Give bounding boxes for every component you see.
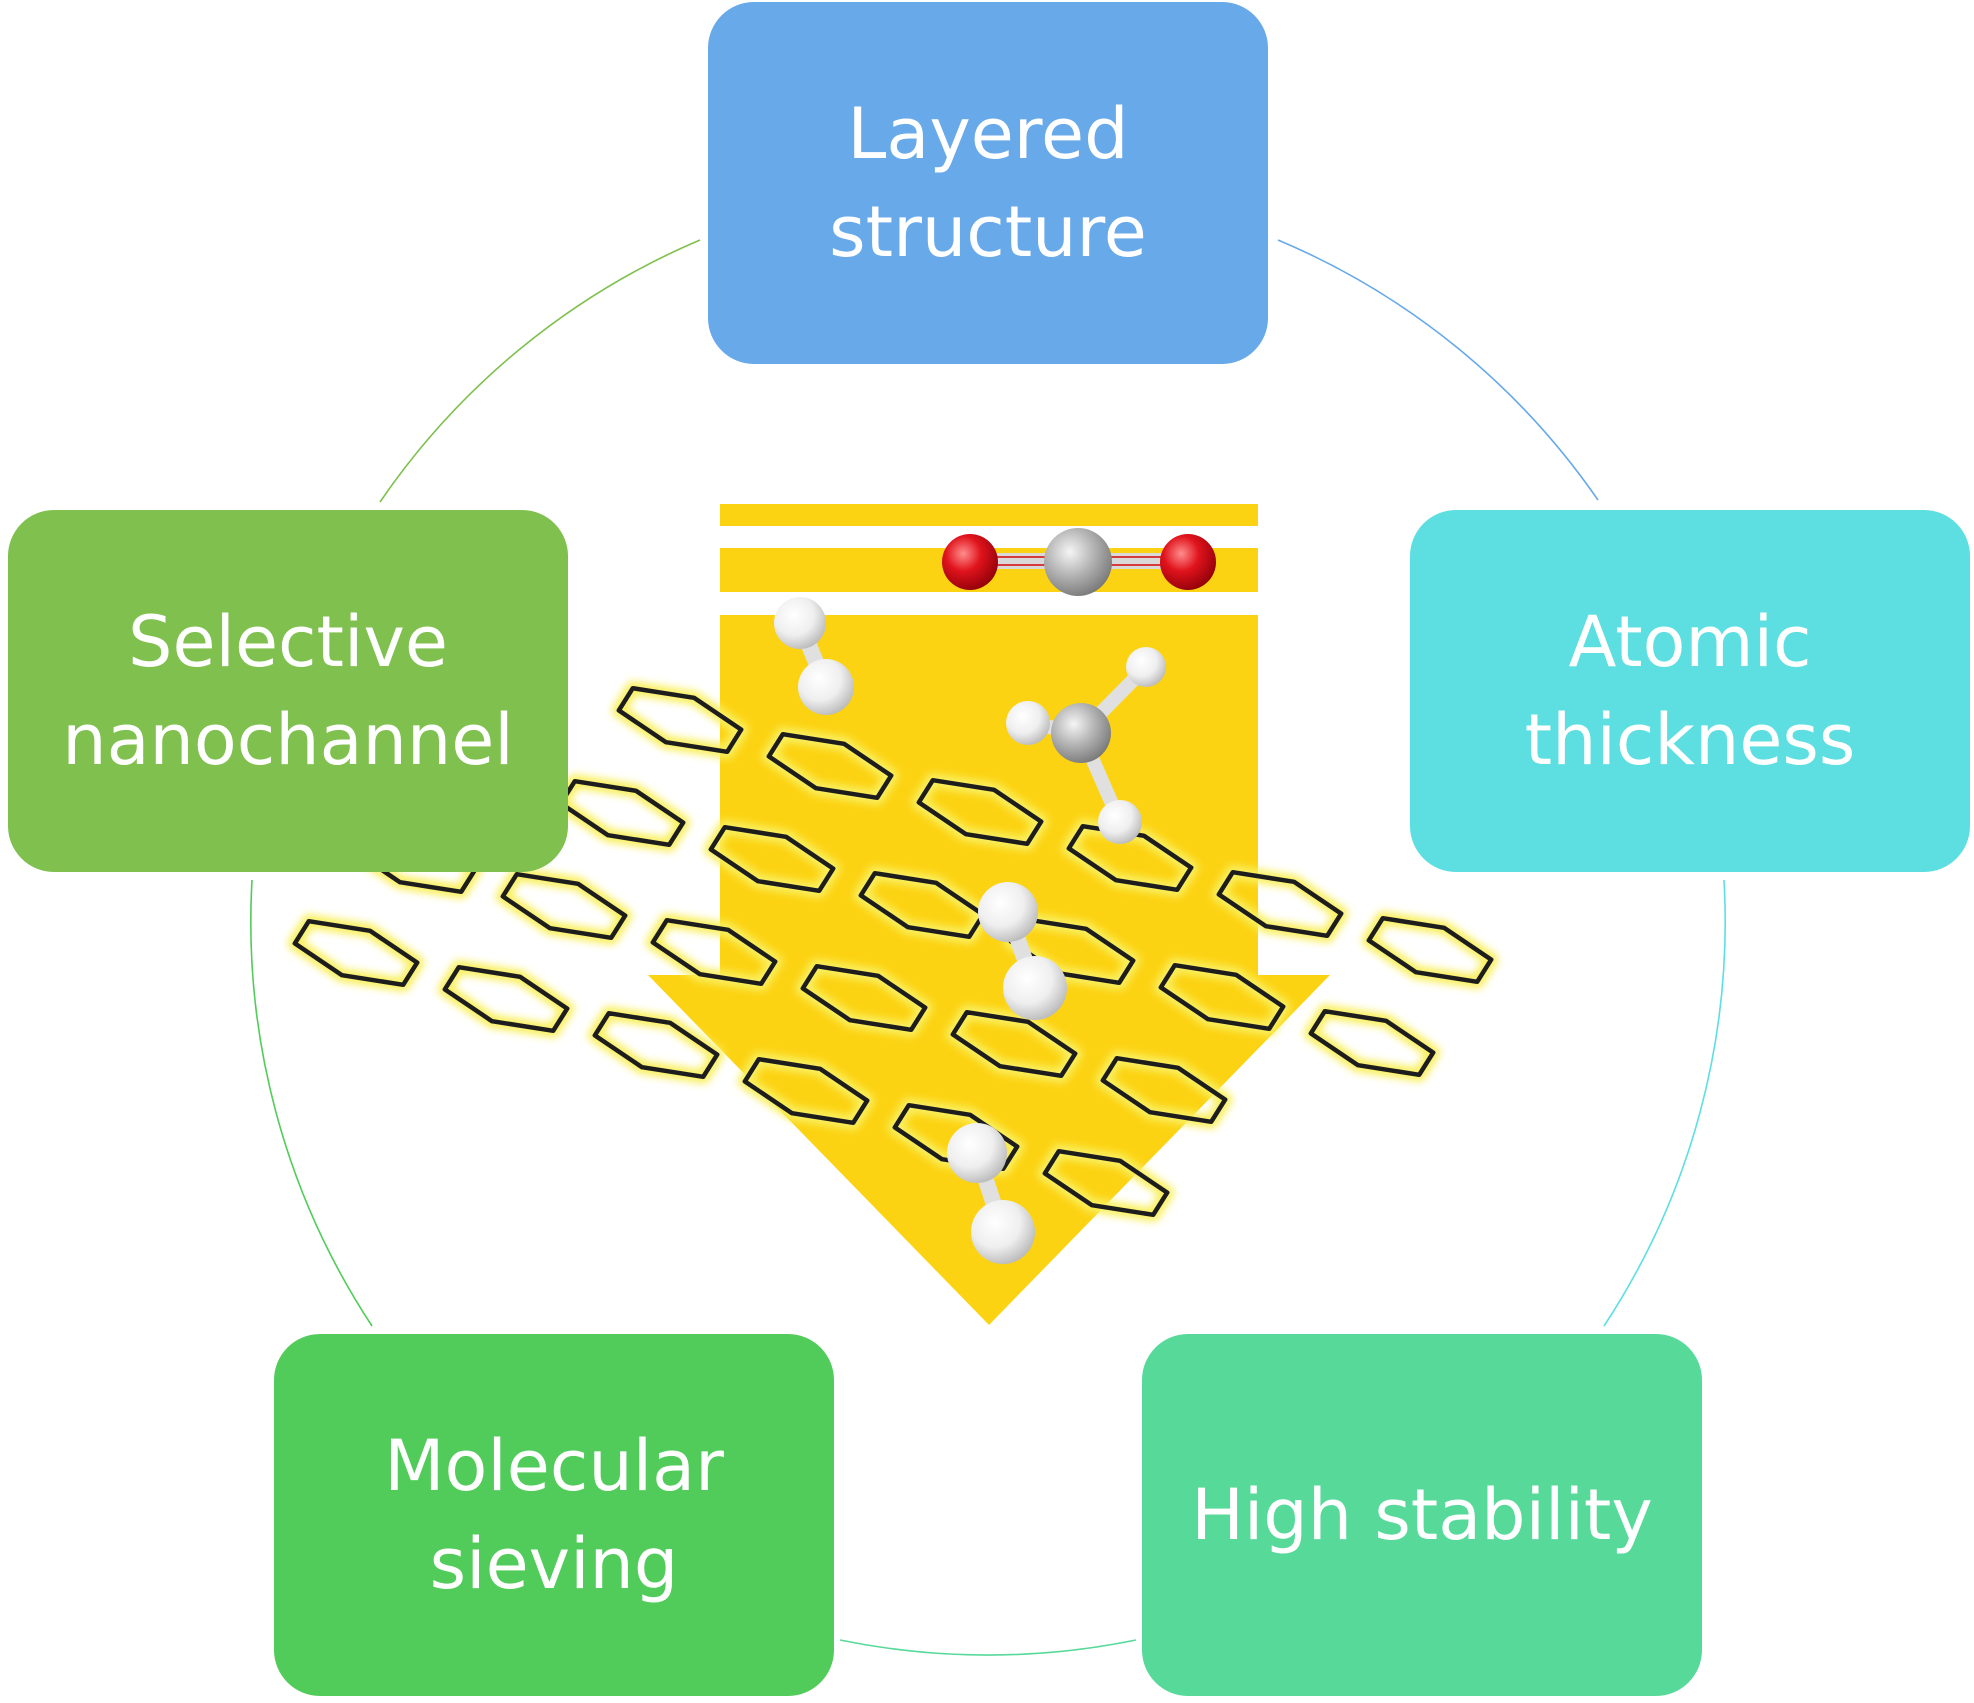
hexagon-cell [442, 964, 570, 1034]
box-high-stability: High stability [1142, 1334, 1702, 1696]
box-molecular-sieving: Molecular sieving [274, 1334, 834, 1696]
h2-molecule-icon [978, 882, 1067, 1020]
ch4-molecule-icon [1006, 647, 1166, 844]
arrow-stripe-top [720, 504, 1258, 526]
box-selective-nanochannel: Selective nanochannel [8, 510, 568, 872]
box-atomic-thickness: Atomic thickness [1410, 510, 1970, 872]
hexagon-cell [1366, 915, 1494, 985]
hexagon-cell [892, 1102, 1020, 1172]
arc-atomic-to-stability [1603, 879, 1726, 1327]
oxygen-atom-icon [942, 534, 998, 590]
hydrogen-atom-icon [947, 1123, 1007, 1183]
hexagon-cell [616, 685, 744, 755]
oxygen-atom-icon [1160, 534, 1216, 590]
label-molecular-sieving: Molecular sieving [384, 1425, 724, 1605]
arc-stability-to-sieving [839, 1639, 1137, 1656]
hydrogen-atom-icon [1126, 647, 1166, 687]
hexagon-cell [650, 917, 778, 987]
hexagon-cell [592, 1010, 720, 1080]
hexagon-cell [500, 871, 628, 941]
hexagon-cell [858, 870, 986, 940]
hexagon-cell [1100, 1055, 1228, 1125]
hexagon-cell [766, 731, 894, 801]
label-high-stability: High stability [1191, 1474, 1653, 1556]
hexagon-cell [1158, 962, 1286, 1032]
arc-sieving-to-nanochannel [250, 879, 373, 1327]
hydrogen-atom-icon [978, 882, 1038, 942]
hydrogen-atom-icon [971, 1200, 1035, 1264]
connecting-circle [250, 239, 1726, 1656]
hexagon-cell [916, 777, 1044, 847]
hydrogen-atom-icon [798, 659, 854, 715]
hexagon-cell [742, 1056, 870, 1126]
hexagon-cell [1066, 823, 1194, 893]
hydrogen-atom-icon [1003, 956, 1067, 1020]
hexagon-cell [1216, 869, 1344, 939]
arc-nanochannel-to-layered [379, 239, 701, 503]
carbon-atom-icon [1051, 703, 1111, 763]
label-layered-structure: Layered structure [829, 93, 1147, 273]
hexagon-cell [292, 918, 420, 988]
hexagon-cell [950, 1009, 1078, 1079]
hexagon-cell [1042, 1148, 1170, 1218]
co2-molecule-icon [942, 528, 1216, 596]
label-atomic-thickness: Atomic thickness [1524, 601, 1856, 781]
label-selective-nanochannel: Selective nanochannel [62, 601, 514, 781]
carbon-atom-icon [1044, 528, 1112, 596]
hydrogen-atom-icon [1098, 800, 1142, 844]
h2-molecule-icon [774, 597, 854, 715]
hexagon-cell [708, 824, 836, 894]
arc-layered-to-atomic [1277, 239, 1599, 501]
hydrogen-atom-icon [1006, 701, 1050, 745]
box-layered-structure: Layered structure [708, 2, 1268, 364]
hexagon-cell [800, 963, 928, 1033]
graphene-sheet-icon [287, 681, 1499, 1222]
gas-molecules [774, 528, 1216, 1264]
hexagon-cell [1308, 1008, 1436, 1078]
hydrogen-atom-icon [774, 597, 826, 649]
h2-molecule-icon [947, 1123, 1035, 1264]
